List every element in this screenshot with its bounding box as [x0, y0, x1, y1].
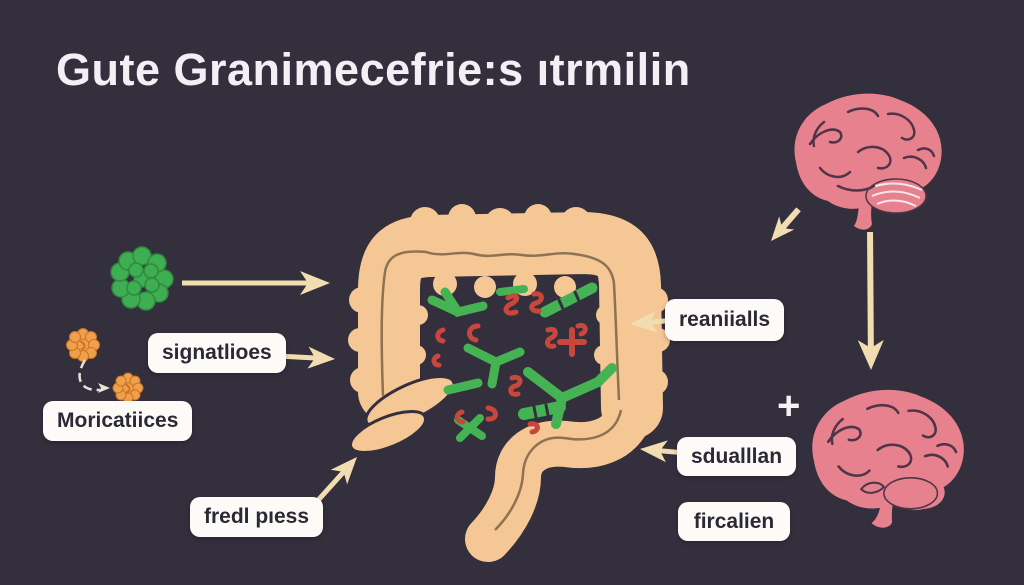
label-fiber: fredl pıess — [190, 497, 324, 537]
label-neural: reaniialls — [665, 299, 785, 341]
label-signals: signatlioes — [148, 333, 286, 373]
large-intestine-icon — [348, 204, 670, 562]
probiotic-microbe-icons — [66, 328, 144, 404]
microbe-cluster-icon — [110, 246, 174, 311]
brain-icon — [794, 93, 942, 230]
brain-icon — [812, 389, 964, 528]
gut-bacteria-icons — [427, 282, 617, 442]
plus-sign: + — [777, 384, 801, 428]
label-serotonin: sdualllan — [677, 437, 797, 476]
curved-dashed-arrow-icon — [78, 359, 110, 393]
page-title: Gute Granimecefrie:s ıtrmilin — [56, 44, 691, 95]
label-microbes: Moricatiices — [43, 401, 193, 441]
label-function: fircalien — [678, 502, 790, 541]
